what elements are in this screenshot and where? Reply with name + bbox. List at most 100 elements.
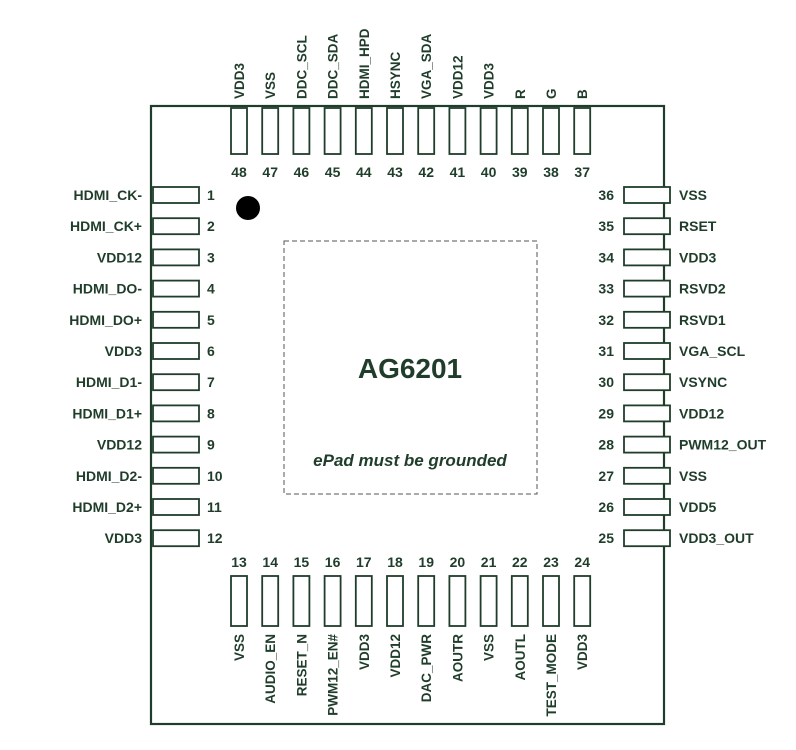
pin-pad-22 xyxy=(510,575,529,627)
pin-label-35: RSET xyxy=(679,218,717,234)
pin-pad-32 xyxy=(623,310,671,329)
pin-pad-9 xyxy=(152,435,200,454)
pin-pad-23 xyxy=(542,575,560,627)
pin-label-37: B xyxy=(575,89,590,99)
pin-number-13: 13 xyxy=(231,554,247,570)
pin-number-29: 29 xyxy=(598,405,614,421)
pin-number-40: 40 xyxy=(481,164,497,180)
pin-pad-14 xyxy=(261,575,280,627)
pin-number-41: 41 xyxy=(450,164,466,180)
pin-label-18: VDD12 xyxy=(388,634,403,678)
pin-number-7: 7 xyxy=(207,374,215,390)
pin-number-47: 47 xyxy=(262,164,278,180)
pin-pad-27 xyxy=(623,466,671,485)
pin-label-20: AOUTR xyxy=(450,634,465,682)
pin-number-6: 6 xyxy=(207,343,215,359)
pin-pad-11 xyxy=(152,498,200,516)
pin-pad-40 xyxy=(479,107,498,155)
exposed-pad xyxy=(283,240,538,495)
pin-pad-18 xyxy=(386,575,404,627)
pin-pad-46 xyxy=(292,107,311,155)
pin-pad-17 xyxy=(354,575,373,627)
pin-pad-12 xyxy=(152,529,200,548)
pin-number-25: 25 xyxy=(598,530,614,546)
pin-label-14: AUDIO_EN xyxy=(263,634,278,704)
pin-number-48: 48 xyxy=(231,164,247,180)
pin-pad-16 xyxy=(323,575,342,627)
pin-number-18: 18 xyxy=(387,554,403,570)
pin-label-28: PWM12_OUT xyxy=(679,437,767,453)
pin-pad-33 xyxy=(623,279,671,298)
pin-number-2: 2 xyxy=(207,218,215,234)
pin-pad-28 xyxy=(623,435,671,454)
pin-pad-41 xyxy=(448,107,467,155)
pin-layer: 1HDMI_CK-2HDMI_CK+3VDD124HDMI_DO-5HDMI_D… xyxy=(69,28,766,716)
pin-label-8: HDMI_D1+ xyxy=(72,405,142,421)
pin-pad-37 xyxy=(573,107,592,155)
pin-pad-35 xyxy=(623,217,671,236)
pin-label-5: HDMI_DO+ xyxy=(69,312,142,328)
pin-label-24: VDD3 xyxy=(575,634,590,671)
pin-number-42: 42 xyxy=(418,164,434,180)
pin-label-30: VSYNC xyxy=(679,374,727,390)
pin-label-22: AOUTL xyxy=(513,634,528,681)
pin-number-1: 1 xyxy=(207,187,215,203)
pin-number-37: 37 xyxy=(574,164,590,180)
pin-pad-43 xyxy=(386,107,404,155)
pin-label-48: VDD3 xyxy=(232,62,247,99)
pin-number-32: 32 xyxy=(598,312,614,328)
pin-pad-36 xyxy=(623,186,671,204)
pin1-marker-dot xyxy=(236,196,260,220)
pin-pad-39 xyxy=(510,107,529,155)
pin-label-29: VDD12 xyxy=(679,405,724,421)
pin-pad-3 xyxy=(152,248,200,267)
pin-label-32: RSVD1 xyxy=(679,312,726,328)
pin-number-21: 21 xyxy=(481,554,497,570)
pin-number-27: 27 xyxy=(598,468,614,484)
pin-label-1: HDMI_CK- xyxy=(74,187,143,203)
pin-pad-31 xyxy=(623,342,671,360)
pin-label-6: VDD3 xyxy=(105,343,143,359)
pin-number-28: 28 xyxy=(598,437,614,453)
pin-number-20: 20 xyxy=(450,554,466,570)
pin-number-17: 17 xyxy=(356,554,372,570)
pin-number-26: 26 xyxy=(598,499,614,515)
pin-pad-48 xyxy=(230,107,248,155)
pin-number-14: 14 xyxy=(262,554,278,570)
pin-label-3: VDD12 xyxy=(97,249,142,265)
pin-number-35: 35 xyxy=(598,218,614,234)
pin-number-31: 31 xyxy=(598,343,614,359)
pin-label-11: HDMI_D2+ xyxy=(72,499,142,515)
pin-pad-20 xyxy=(448,575,467,627)
pin-label-31: VGA_SCL xyxy=(679,343,746,359)
pin-label-34: VDD3 xyxy=(679,249,717,265)
pin-label-25: VDD3_OUT xyxy=(679,530,754,546)
pin-label-45: DDC_SDA xyxy=(326,33,341,99)
pin-label-2: HDMI_CK+ xyxy=(70,218,142,234)
pin-number-5: 5 xyxy=(207,312,215,328)
pin-number-36: 36 xyxy=(598,187,614,203)
pin-pad-29 xyxy=(623,404,671,423)
pin-label-12: VDD3 xyxy=(105,530,143,546)
part-number: AG6201 xyxy=(358,353,462,384)
pin-label-21: VSS xyxy=(482,634,497,661)
pin-pad-24 xyxy=(573,575,592,627)
pin-label-19: DAC_PWR xyxy=(419,634,434,703)
pin-pad-26 xyxy=(623,498,671,516)
pin-number-46: 46 xyxy=(294,164,310,180)
pin-pad-30 xyxy=(623,373,671,392)
pin-pad-45 xyxy=(323,107,342,155)
pin-number-39: 39 xyxy=(512,164,528,180)
pin-number-10: 10 xyxy=(207,468,223,484)
pin-pad-6 xyxy=(152,342,200,360)
pin-label-33: RSVD2 xyxy=(679,281,726,297)
pin-label-38: G xyxy=(544,88,559,99)
pin-pad-15 xyxy=(292,575,311,627)
pin-pad-34 xyxy=(623,248,671,267)
pin-label-7: HDMI_D1- xyxy=(76,374,142,390)
pin-number-4: 4 xyxy=(207,281,215,297)
pin-label-44: HDMI_HPD xyxy=(357,28,372,99)
pin-label-27: VSS xyxy=(679,468,707,484)
pin-pad-25 xyxy=(623,529,671,548)
